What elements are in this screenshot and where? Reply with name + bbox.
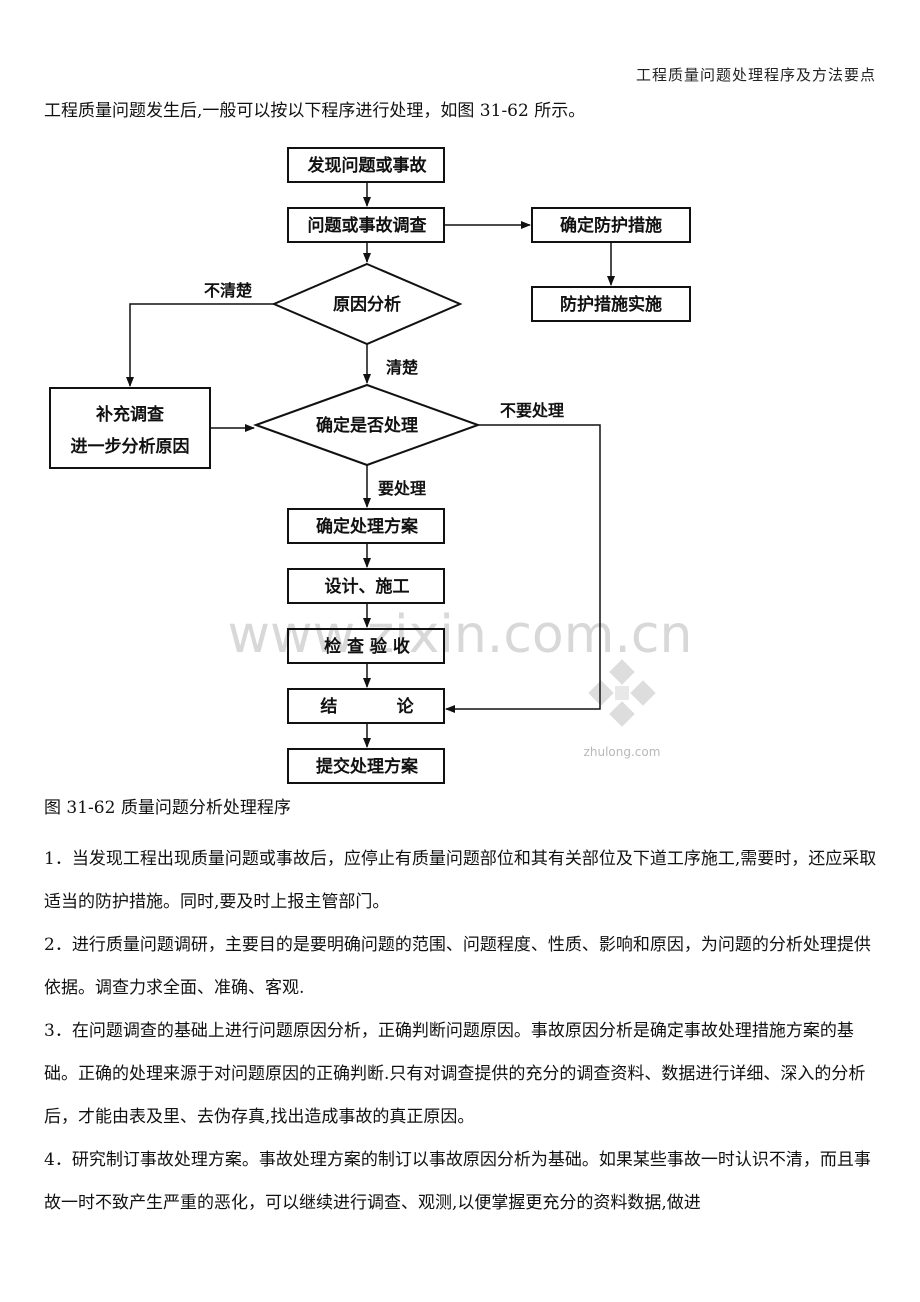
flowchart: www.zixin.com.cn zhulong.com	[49, 147, 693, 784]
paragraph-2: 2．进行质量问题调研，主要目的是要明确问题的范围、问题程度、性质、影响和原因，为…	[44, 935, 871, 998]
node-conclusion-label: 结 论	[320, 696, 414, 717]
edge-label-unclear: 不清楚	[204, 281, 253, 300]
node-submit-label: 提交处理方案	[316, 756, 419, 777]
figure-caption: 图 31-62 质量问题分析处理程序	[44, 798, 291, 818]
paragraph-1: 1．当发现工程出现质量问题或事故后，应停止有质量问题部位和其有关部位及下道工序施…	[44, 849, 877, 912]
node-decide-process-label: 确定是否处理	[316, 415, 418, 436]
node-inspect-label: 检 查 验 收	[324, 636, 410, 657]
node-supplement-label-1: 补充调查	[95, 404, 165, 425]
edge-label-no-process: 不要处理	[500, 401, 564, 420]
node-plan-label: 确定处理方案	[316, 516, 419, 537]
node-cause-analysis-label: 原因分析	[333, 294, 401, 315]
node-discover-label: 发现问题或事故	[307, 155, 428, 176]
page-header: 工程质量问题处理程序及方法要点	[635, 66, 876, 84]
edge-unclear-supplement	[126, 303, 274, 387]
intro-text: 工程质量问题发生后,一般可以按以下程序进行处理，如图 31-62 所示。	[44, 101, 586, 121]
paragraph-3: 3．在问题调查的基础上进行问题原因分析，正确判断问题原因。事故原因分析是确定事故…	[44, 1021, 866, 1127]
edge-no-process-conclusion	[445, 424, 601, 713]
watermark-text: www.zixin.com.cn	[228, 605, 693, 665]
paragraph-4: 4．研究制订事故处理方案。事故处理方案的制订以事故原因分析为基础。如果某些事故一…	[44, 1150, 871, 1213]
edge-label-need-process: 要处理	[378, 479, 426, 498]
node-plan-box	[287, 508, 445, 544]
node-submit-box	[287, 748, 445, 784]
watermark-logo-text: zhulong.com	[584, 745, 661, 759]
node-design-build-box	[287, 568, 445, 604]
node-protect-implement-label: 防护措施实施	[560, 294, 662, 315]
node-investigate-label: 问题或事故调查	[308, 215, 428, 236]
node-supplement-label-2: 进一步分析原因	[71, 436, 190, 457]
node-conclusion-box	[287, 688, 445, 724]
node-protect-decide-label: 确定防护措施	[560, 215, 662, 236]
zhulong-logo-icon	[588, 659, 656, 727]
node-discover-box	[287, 147, 445, 183]
node-inspect-box	[287, 628, 445, 664]
node-protect-implement-box	[531, 286, 691, 322]
edge-label-clear: 清楚	[386, 358, 419, 377]
node-design-build-label: 设计、施工	[325, 576, 410, 597]
